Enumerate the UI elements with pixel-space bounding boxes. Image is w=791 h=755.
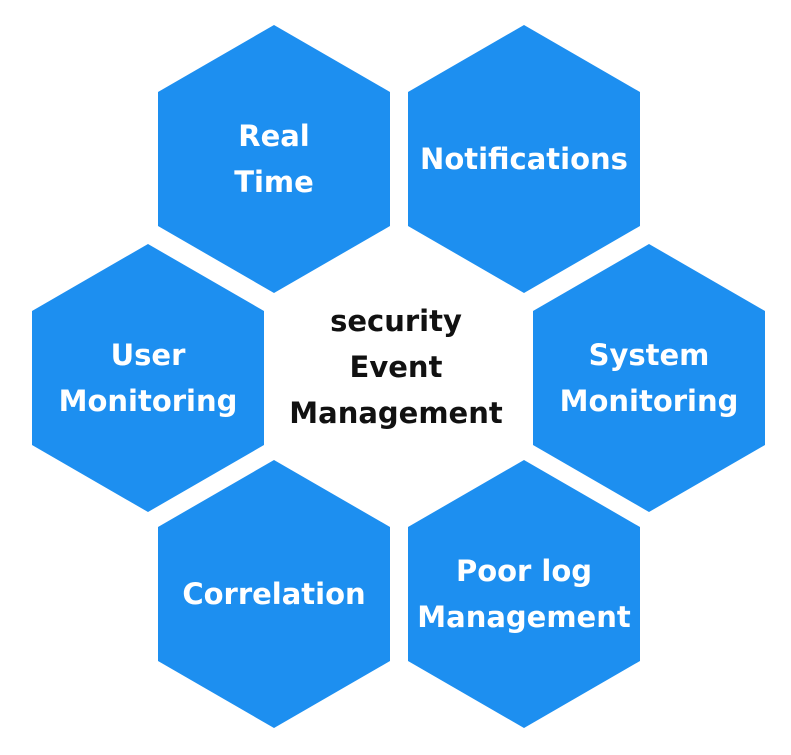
hexagon-shape-system-monitoring: [533, 244, 765, 512]
hexagon-label-user-monitoring-line-2: Monitoring: [59, 384, 238, 418]
hexagon-label-real-time-line-1: Real: [238, 119, 310, 153]
center-title-line-3: Management: [289, 396, 503, 430]
center-title-line-2: Event: [350, 350, 443, 384]
hexagon-shape-real-time: [158, 25, 390, 293]
center-title-line-1: security: [330, 304, 462, 338]
hexagon-shape-notifications: [408, 25, 640, 293]
hexagon-label-notifications-line-1: Notifications: [420, 142, 628, 176]
hexagon-notifications: Notifications: [408, 25, 640, 293]
hexagon-label-real-time-line-2: Time: [234, 165, 314, 199]
hexagon-label-correlation-line-1: Correlation: [182, 577, 365, 611]
hexagon-label-poor-log-management-line-1: Poor log: [456, 554, 592, 588]
hexagon-label-poor-log-management-line-2: Management: [417, 600, 631, 634]
hexagon-label-system-monitoring-line-1: System: [589, 338, 710, 372]
hexagon-shape-user-monitoring: [32, 244, 264, 512]
hexagon-label-system-monitoring-line-2: Monitoring: [560, 384, 739, 418]
hexagon-shape-correlation: [158, 460, 390, 728]
hexagon-label-user-monitoring-line-1: User: [111, 338, 186, 372]
hexagon-correlation: Correlation: [158, 460, 390, 728]
hexagon-shape-poor-log-management: [408, 460, 640, 728]
hexagon-layer: RealTimeNotificationsUserMonitoringSyste…: [32, 25, 765, 728]
